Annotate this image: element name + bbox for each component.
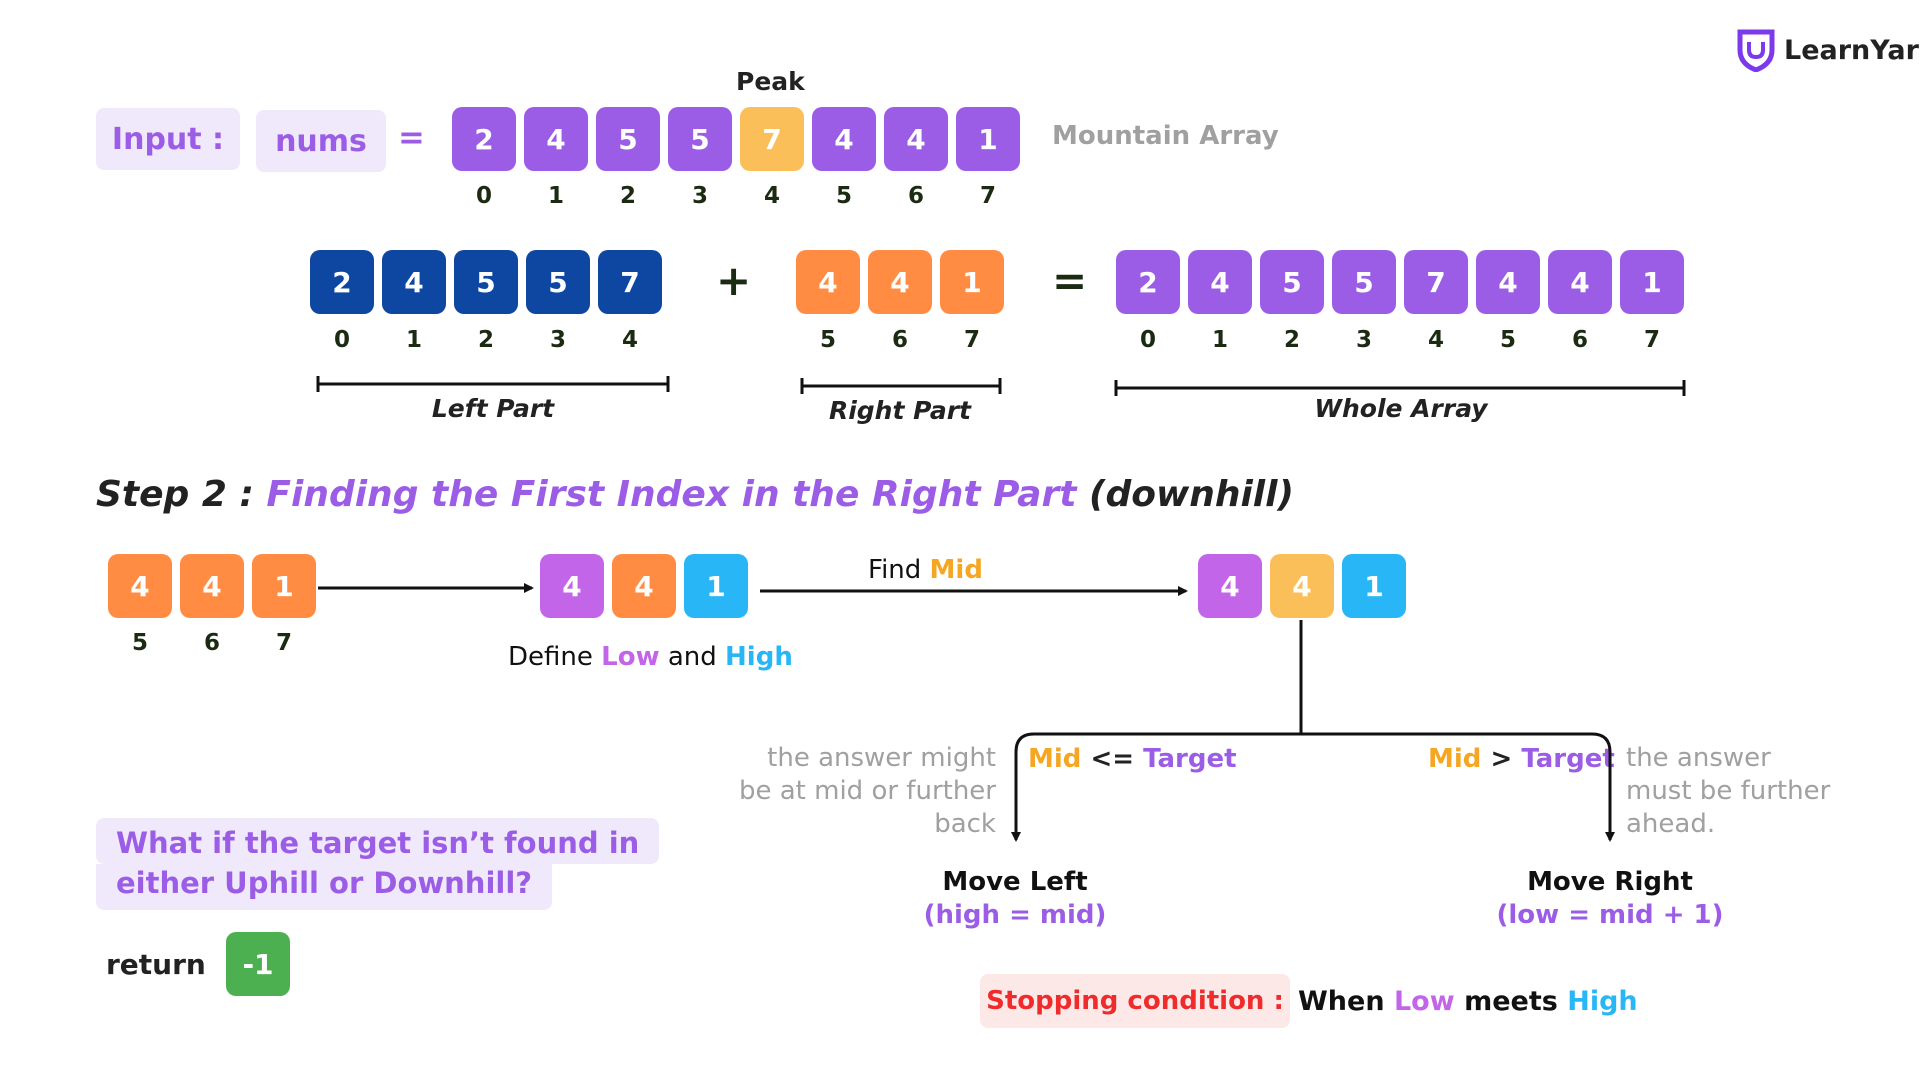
array-cell: 4 [382, 250, 446, 314]
array-cell: 4 [524, 107, 588, 171]
left-note: the answer might be at mid or further ba… [738, 743, 996, 839]
stopping-label: Stopping condition : [980, 974, 1290, 1028]
array-cell: 4 [180, 554, 244, 618]
array-cell: 5 [526, 250, 590, 314]
array-cell: 1 [1342, 554, 1406, 618]
whole-array-bracket [1114, 380, 1686, 396]
array-index: 6 [203, 630, 220, 656]
array-cell: 1 [956, 107, 1020, 171]
input-equals: = [398, 118, 425, 156]
array-cell: 4 [108, 554, 172, 618]
move-right: Move Right (low = mid + 1) [1496, 867, 1724, 930]
left-part-bracket [316, 376, 670, 392]
find-mid-caption: Find Mid [868, 555, 983, 585]
array-index: 6 [1571, 327, 1588, 353]
array-cell: 5 [454, 250, 518, 314]
array-cell: 4 [1198, 554, 1262, 618]
not-found-box: What if the target isn’t found in either… [96, 818, 660, 910]
array-cell: 5 [1332, 250, 1396, 314]
logo: LearnYard [1736, 28, 1920, 72]
array-index: 7 [1643, 327, 1660, 353]
array-cell: 1 [684, 554, 748, 618]
array-index: 7 [275, 630, 292, 656]
array-index: 5 [819, 327, 836, 353]
array-cell: 4 [884, 107, 948, 171]
branch-tree [1011, 620, 1615, 842]
step-suffix: (downhill) [1088, 474, 1294, 515]
nums-label: nums [256, 110, 386, 172]
input-label: Input : [96, 108, 240, 170]
not-found-line1: What if the target isn’t found in [96, 818, 660, 864]
array-index: 6 [907, 183, 924, 209]
array-cell: 4 [812, 107, 876, 171]
array-cell: 7 [598, 250, 662, 314]
peak-label: Peak [736, 67, 805, 96]
array-index: 4 [763, 183, 780, 209]
move-left: Move Left (high = mid) [923, 867, 1107, 930]
array-index: 2 [619, 183, 636, 209]
array-cell: 1 [252, 554, 316, 618]
array-index: 0 [1139, 327, 1156, 353]
array-index: 3 [691, 183, 708, 209]
array-cell: 4 [1548, 250, 1612, 314]
array-cell: 4 [612, 554, 676, 618]
step-title: Finding the First Index in the Right Par… [266, 474, 1077, 515]
left-part-label: Left Part [431, 394, 555, 423]
step-prefix: Step 2 : [96, 474, 254, 515]
array-cell: 5 [668, 107, 732, 171]
array-index: 4 [1427, 327, 1444, 353]
right-condition: Mid > Target [1428, 744, 1615, 774]
step-heading: Step 2 : Finding the First Index in the … [96, 474, 1294, 515]
not-found-line2: either Uphill or Downhill? [96, 864, 553, 910]
array-index: 3 [1355, 327, 1372, 353]
array-index: 4 [621, 327, 638, 353]
return-label: return [106, 948, 206, 981]
define-caption: Define Low and High [508, 642, 793, 672]
array-index: 7 [979, 183, 996, 209]
array-cell: 4 [540, 554, 604, 618]
array-cell: 4 [1476, 250, 1540, 314]
array-cell: 1 [1620, 250, 1684, 314]
array-cell: 5 [596, 107, 660, 171]
array-cell: 7 [740, 107, 804, 171]
array-index: 7 [963, 327, 980, 353]
array-cell: 2 [452, 107, 516, 171]
array-index: 1 [405, 327, 422, 353]
array-index: 5 [1499, 327, 1516, 353]
array-cell: 2 [310, 250, 374, 314]
stopping-text: When Low meets High [1298, 986, 1638, 1017]
logo-text: LearnYard [1784, 34, 1920, 66]
array-index: 5 [131, 630, 148, 656]
array-index: 2 [1283, 327, 1300, 353]
array-index: 0 [333, 327, 350, 353]
shield-logo-icon [1737, 29, 1775, 72]
whole-array-label: Whole Array [1314, 394, 1488, 423]
right-note: the answer must be further ahead. [1626, 743, 1831, 839]
right-part-label: Right Part [828, 396, 972, 425]
array-cell: 4 [1270, 554, 1334, 618]
array-index: 0 [475, 183, 492, 209]
array-cell: 5 [1260, 250, 1324, 314]
array-index: 2 [477, 327, 494, 353]
array-index: 1 [547, 183, 564, 209]
array-cell: 4 [868, 250, 932, 314]
array-cell: 4 [1188, 250, 1252, 314]
array-index: 1 [1211, 327, 1228, 353]
split-equals: = [1052, 256, 1088, 305]
plus-sign: + [716, 256, 752, 305]
array-cell: 4 [796, 250, 860, 314]
right-part-bracket [800, 378, 1002, 394]
array-cell: 1 [940, 250, 1004, 314]
left-condition: Mid <= Target [1028, 744, 1237, 774]
return-value: -1 [226, 932, 290, 996]
array-cell: 2 [1116, 250, 1180, 314]
array-cell: 7 [1404, 250, 1468, 314]
array-index: 5 [835, 183, 852, 209]
mountain-array-caption: Mountain Array [1052, 121, 1279, 151]
array-index: 6 [891, 327, 908, 353]
array-index: 3 [549, 327, 566, 353]
